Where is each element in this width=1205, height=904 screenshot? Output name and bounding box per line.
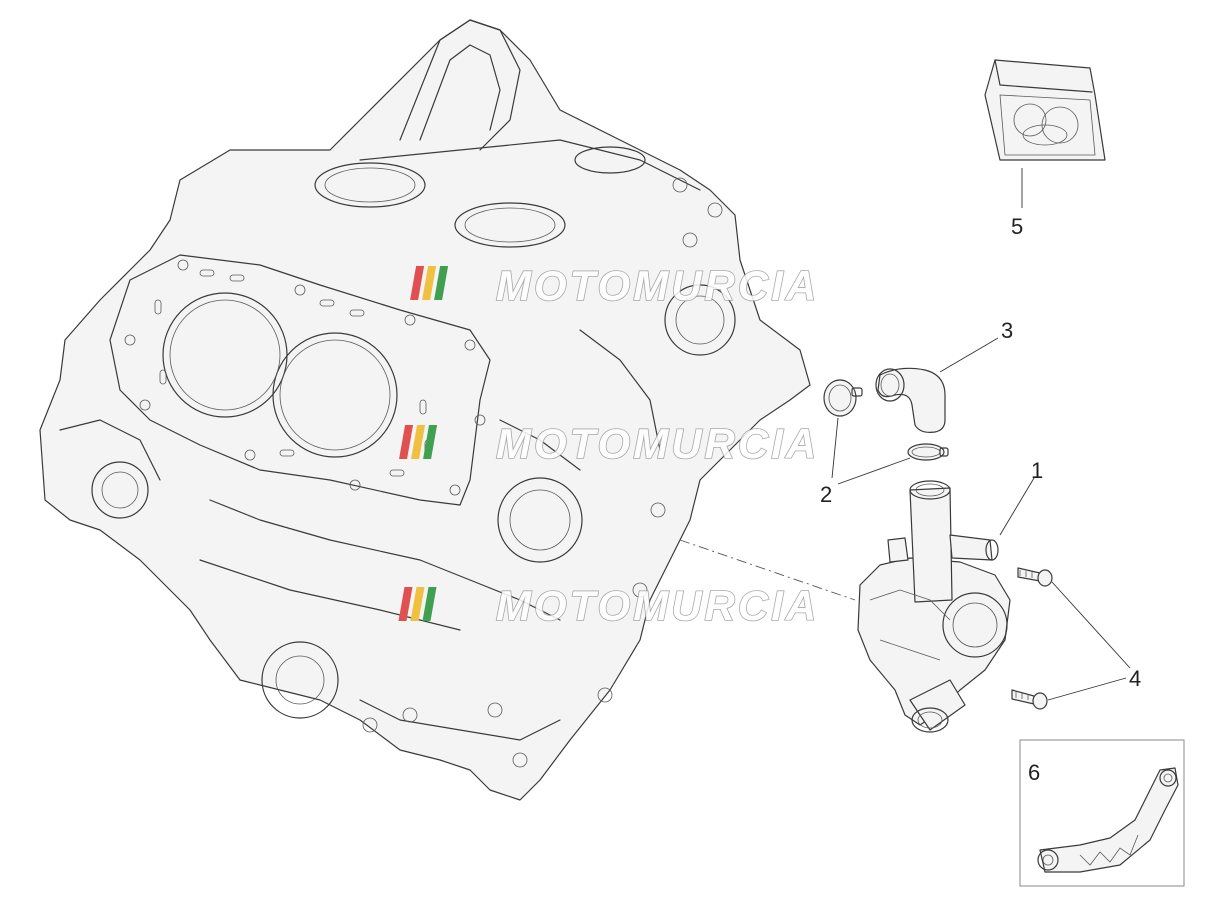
watermark-bottom: MOTOMURCIA: [398, 581, 819, 630]
watermark-text-3: MOTOMURCIA: [496, 582, 819, 629]
callout-2: 2: [820, 482, 832, 507]
screw-lower: [1011, 689, 1048, 710]
screw-upper: [1017, 567, 1053, 587]
callout-3: 3: [1001, 318, 1013, 343]
callout-1: 1: [1031, 458, 1043, 483]
hose-clamp-lower: [907, 443, 949, 461]
callout-4: 4: [1129, 666, 1141, 691]
leader-lines: [831, 168, 1131, 701]
water-pump: [857, 480, 1011, 733]
watermark-top: MOTOMURCIA: [410, 261, 819, 310]
hose-clamp-upper: [823, 379, 863, 417]
callout-6: 6: [1028, 760, 1040, 785]
watermark-text-1: MOTOMURCIA: [496, 262, 819, 309]
bracket-part: [1037, 767, 1179, 873]
gasket-kit-bag: [984, 59, 1106, 161]
engine-crankcase: [39, 19, 811, 801]
part-6-frame: [1019, 739, 1185, 887]
watermark-middle: MOTOMURCIA: [399, 419, 819, 468]
coolant-elbow-hose: [875, 367, 946, 433]
watermark-text-2: MOTOMURCIA: [496, 420, 819, 467]
alignment-line: [679, 539, 856, 601]
callout-5: 5: [1011, 214, 1023, 239]
callout-labels: 1 2 3 4 5 6: [820, 214, 1141, 785]
